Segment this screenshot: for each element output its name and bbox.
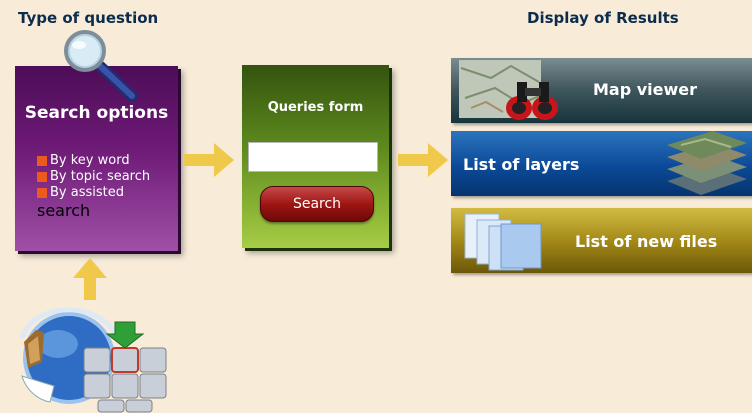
- result-list-of-new-files[interactable]: List of new files: [451, 208, 752, 273]
- search-options-title: Search options: [24, 103, 169, 123]
- globe-keyboard-icon: [19, 307, 167, 413]
- result-label: Map viewer: [593, 80, 698, 99]
- option-bullet: [37, 172, 47, 182]
- stacked-files-icon: [464, 213, 542, 271]
- type-of-question-heading: Type of question: [18, 9, 159, 27]
- search-options-panel: Search options By key word By topic sear…: [15, 66, 178, 251]
- query-input[interactable]: [248, 142, 378, 172]
- magnifying-glass-icon: [64, 30, 138, 102]
- search-button[interactable]: Search: [260, 186, 374, 222]
- queries-form-title: Queries form: [267, 100, 364, 115]
- binoculars-on-map-icon: [459, 60, 558, 120]
- option-bullet: [37, 188, 47, 198]
- result-label: List of layers: [463, 155, 580, 174]
- result-list-of-layers[interactable]: List of layers: [451, 131, 752, 196]
- option-label-continuation: search: [37, 201, 91, 220]
- arrow-right-icon: [398, 143, 448, 177]
- result-label: List of new files: [575, 232, 718, 251]
- option-label: By assisted: [50, 185, 124, 200]
- display-of-results-heading: Display of Results: [527, 9, 679, 27]
- option-key-word[interactable]: By key word: [37, 153, 182, 169]
- arrow-right-icon: [184, 143, 234, 177]
- option-assisted-search[interactable]: By assisted: [37, 185, 182, 201]
- option-bullet: [37, 156, 47, 166]
- option-label: By topic search: [50, 169, 151, 184]
- queries-form-panel: Queries form Search: [242, 65, 389, 248]
- option-topic-search[interactable]: By topic search: [37, 169, 182, 185]
- option-label: By key word: [50, 153, 130, 168]
- result-map-viewer[interactable]: Map viewer: [451, 58, 752, 123]
- search-options-list: By key word By topic search By assisted …: [37, 153, 182, 220]
- arrow-up-icon: [73, 258, 107, 300]
- stacked-map-layers-icon: [667, 131, 747, 195]
